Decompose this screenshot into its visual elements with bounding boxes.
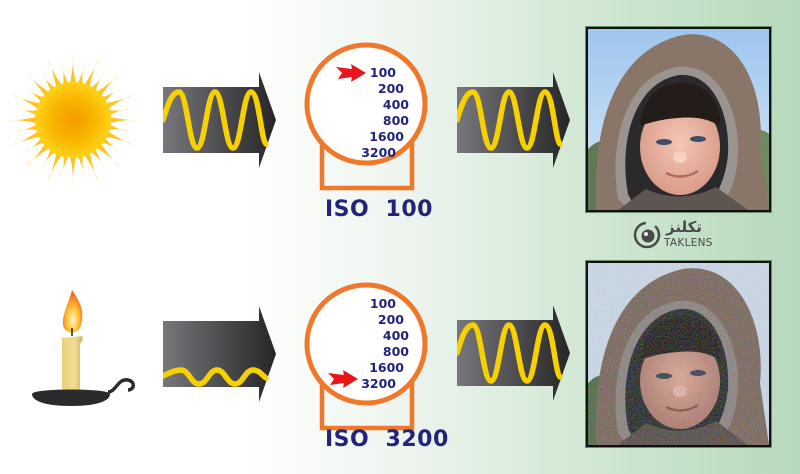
candle-icon [32,290,135,406]
iso-value-800: 800 [382,344,409,359]
sun-icon [7,54,139,186]
amplified-wave-icon [457,89,563,151]
iso-value-3200: 3200 [361,376,396,391]
iso-label: ISO 3200 [325,427,449,452]
iso-value-1600: 1600 [369,360,404,375]
iso-value-200: 200 [377,81,404,96]
amplified-wave-icon [457,322,563,384]
strong-wave-icon [163,89,269,151]
weak-wave-icon [163,367,269,387]
iso-value-100: 100 [369,296,396,311]
signal-arrow-weak-wave [163,306,276,402]
signal-arrow-amplified-wave [457,72,570,168]
camera-dial-shape-icon [304,42,428,191]
red-pointer-arrow-icon [328,370,358,388]
iso-label: ISO 100 [325,197,433,222]
iso-value-400: 400 [382,328,409,343]
signal-arrow-amplified-wave [457,305,570,401]
iso-value-1600: 1600 [369,129,404,144]
iso-value-400: 400 [382,97,409,112]
watermark-arabic-text: تكلنز [666,218,702,236]
watermark-latin-text: TAKLENS [664,237,713,249]
clean-portrait-photo [586,27,771,212]
iso-dial-100: 100 200 400 800 1600 3200 ISO 100 [300,40,440,230]
iso-dial-3200: 100 200 400 800 1600 3200 ISO 3200 [300,280,448,470]
iso-value-800: 800 [382,113,409,128]
taklens-watermark: تكلنز TAKLENS [630,218,740,252]
iso-value-200: 200 [377,312,404,327]
noisy-portrait-photo [586,261,771,447]
camera-dial-shape-icon [304,282,428,431]
signal-arrow-strong-wave [163,72,276,168]
iso-value-100: 100 [369,65,396,80]
iso-value-3200: 3200 [361,145,396,160]
taklens-logo-icon [633,221,661,249]
red-pointer-arrow-icon [336,64,366,82]
